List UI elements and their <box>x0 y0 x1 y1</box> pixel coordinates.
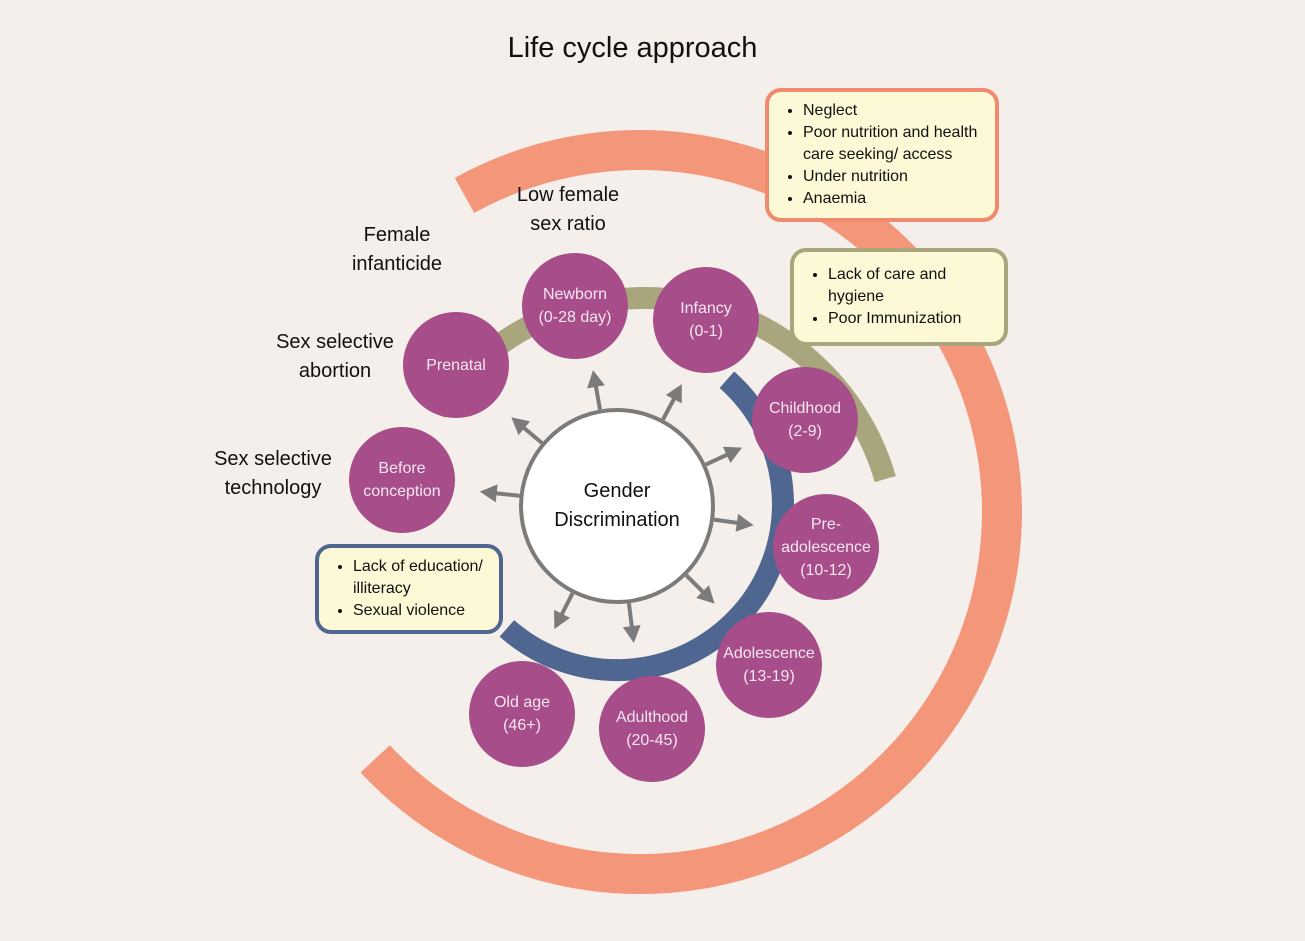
label-line: abortion <box>298 360 372 382</box>
stage-range: (2-9) <box>788 423 822 440</box>
stage-name: Prenatal <box>426 356 486 374</box>
stage-pre-adolescence: Pre-adolescence (10-12) <box>773 494 879 600</box>
issue-item: Poor Immunization <box>828 308 994 330</box>
arrow-head-icon <box>587 370 605 389</box>
outer-arc <box>360 130 1022 895</box>
arrow-head-icon <box>696 585 715 604</box>
issue-item: Anaemia <box>803 188 985 210</box>
arrow-head-icon <box>735 513 754 532</box>
label-line: sex ratio <box>530 213 606 235</box>
stage-prenatal: Prenatal <box>403 312 509 418</box>
issue-item: Under nutrition <box>803 166 985 188</box>
stage-name: Before <box>378 460 426 477</box>
stage-name: Old age <box>493 694 551 711</box>
arrow-head-icon <box>722 446 743 464</box>
stage-childhood: Childhood (2-9) <box>752 367 858 473</box>
issue-item: Lack of education/ illiteracy <box>353 556 489 600</box>
outer-issues-box: Neglect Poor nutrition and health care s… <box>765 88 999 222</box>
label-line: Sex selective <box>276 331 394 353</box>
middle-issues-box: Lack of care and hygiene Poor Immunizati… <box>790 248 1008 346</box>
label-line: technology <box>224 477 322 499</box>
label-line: Low female <box>516 184 620 206</box>
issue-item: Poor nutrition and health care seeking/ … <box>803 122 985 166</box>
stage-adulthood: Adulthood (20-45) <box>599 676 705 782</box>
center-line: Discrimination <box>554 509 680 531</box>
center-line: Gender <box>583 480 651 502</box>
stage-name: Adulthood <box>615 709 689 726</box>
arrow-head-icon <box>554 609 571 629</box>
issue-item: Neglect <box>803 100 985 122</box>
label-sex-selective-abortion: Sex selective abortion <box>262 328 408 386</box>
issue-item: Sexual violence <box>353 600 489 622</box>
stage-name: Infancy <box>680 300 732 317</box>
label-low-female-sex-ratio: Low female sex ratio <box>498 181 638 239</box>
stage-name: Adolescence <box>723 645 815 662</box>
stage-name: adolescence <box>781 538 871 556</box>
stage-old-age: Old age (46+) <box>469 661 575 767</box>
label-line: Sex selective <box>214 448 332 470</box>
stage-name: conception <box>363 483 441 500</box>
arrow-head-icon <box>511 417 531 436</box>
stage-range: (0-28 day) <box>538 309 612 326</box>
label-line: Female <box>363 224 431 246</box>
stage-infancy: Infancy (0-1) <box>653 267 759 373</box>
stage-range: (20-45) <box>626 732 678 749</box>
stage-name: Childhood <box>768 400 842 417</box>
stage-range: (10-12) <box>800 561 852 579</box>
diagram-title: Life cycle approach <box>507 32 758 64</box>
stage-newborn: Newborn (0-28 day) <box>522 253 628 359</box>
stage-range: (46+) <box>503 717 541 734</box>
label-female-infanticide: Female infanticide <box>330 221 464 279</box>
label-line: infanticide <box>351 253 443 275</box>
stage-range: (0-1) <box>689 323 723 340</box>
arrow-head-icon <box>479 484 498 503</box>
inner-issues-box: Lack of education/ illiteracy Sexual vio… <box>315 544 503 634</box>
issue-item: Lack of care and hygiene <box>828 264 994 308</box>
arrow-head-icon <box>665 384 682 404</box>
arrow-head-icon <box>622 625 641 643</box>
stage-before-conception: Before conception <box>349 427 455 533</box>
stage-name: Pre- <box>810 515 842 533</box>
label-sex-selective-technology: Sex selective technology <box>200 445 346 503</box>
stage-adolescence: Adolescence (13-19) <box>716 612 822 718</box>
stage-range: (13-19) <box>743 668 795 685</box>
stage-name: Newborn <box>542 286 607 303</box>
arrows-group <box>479 370 754 643</box>
